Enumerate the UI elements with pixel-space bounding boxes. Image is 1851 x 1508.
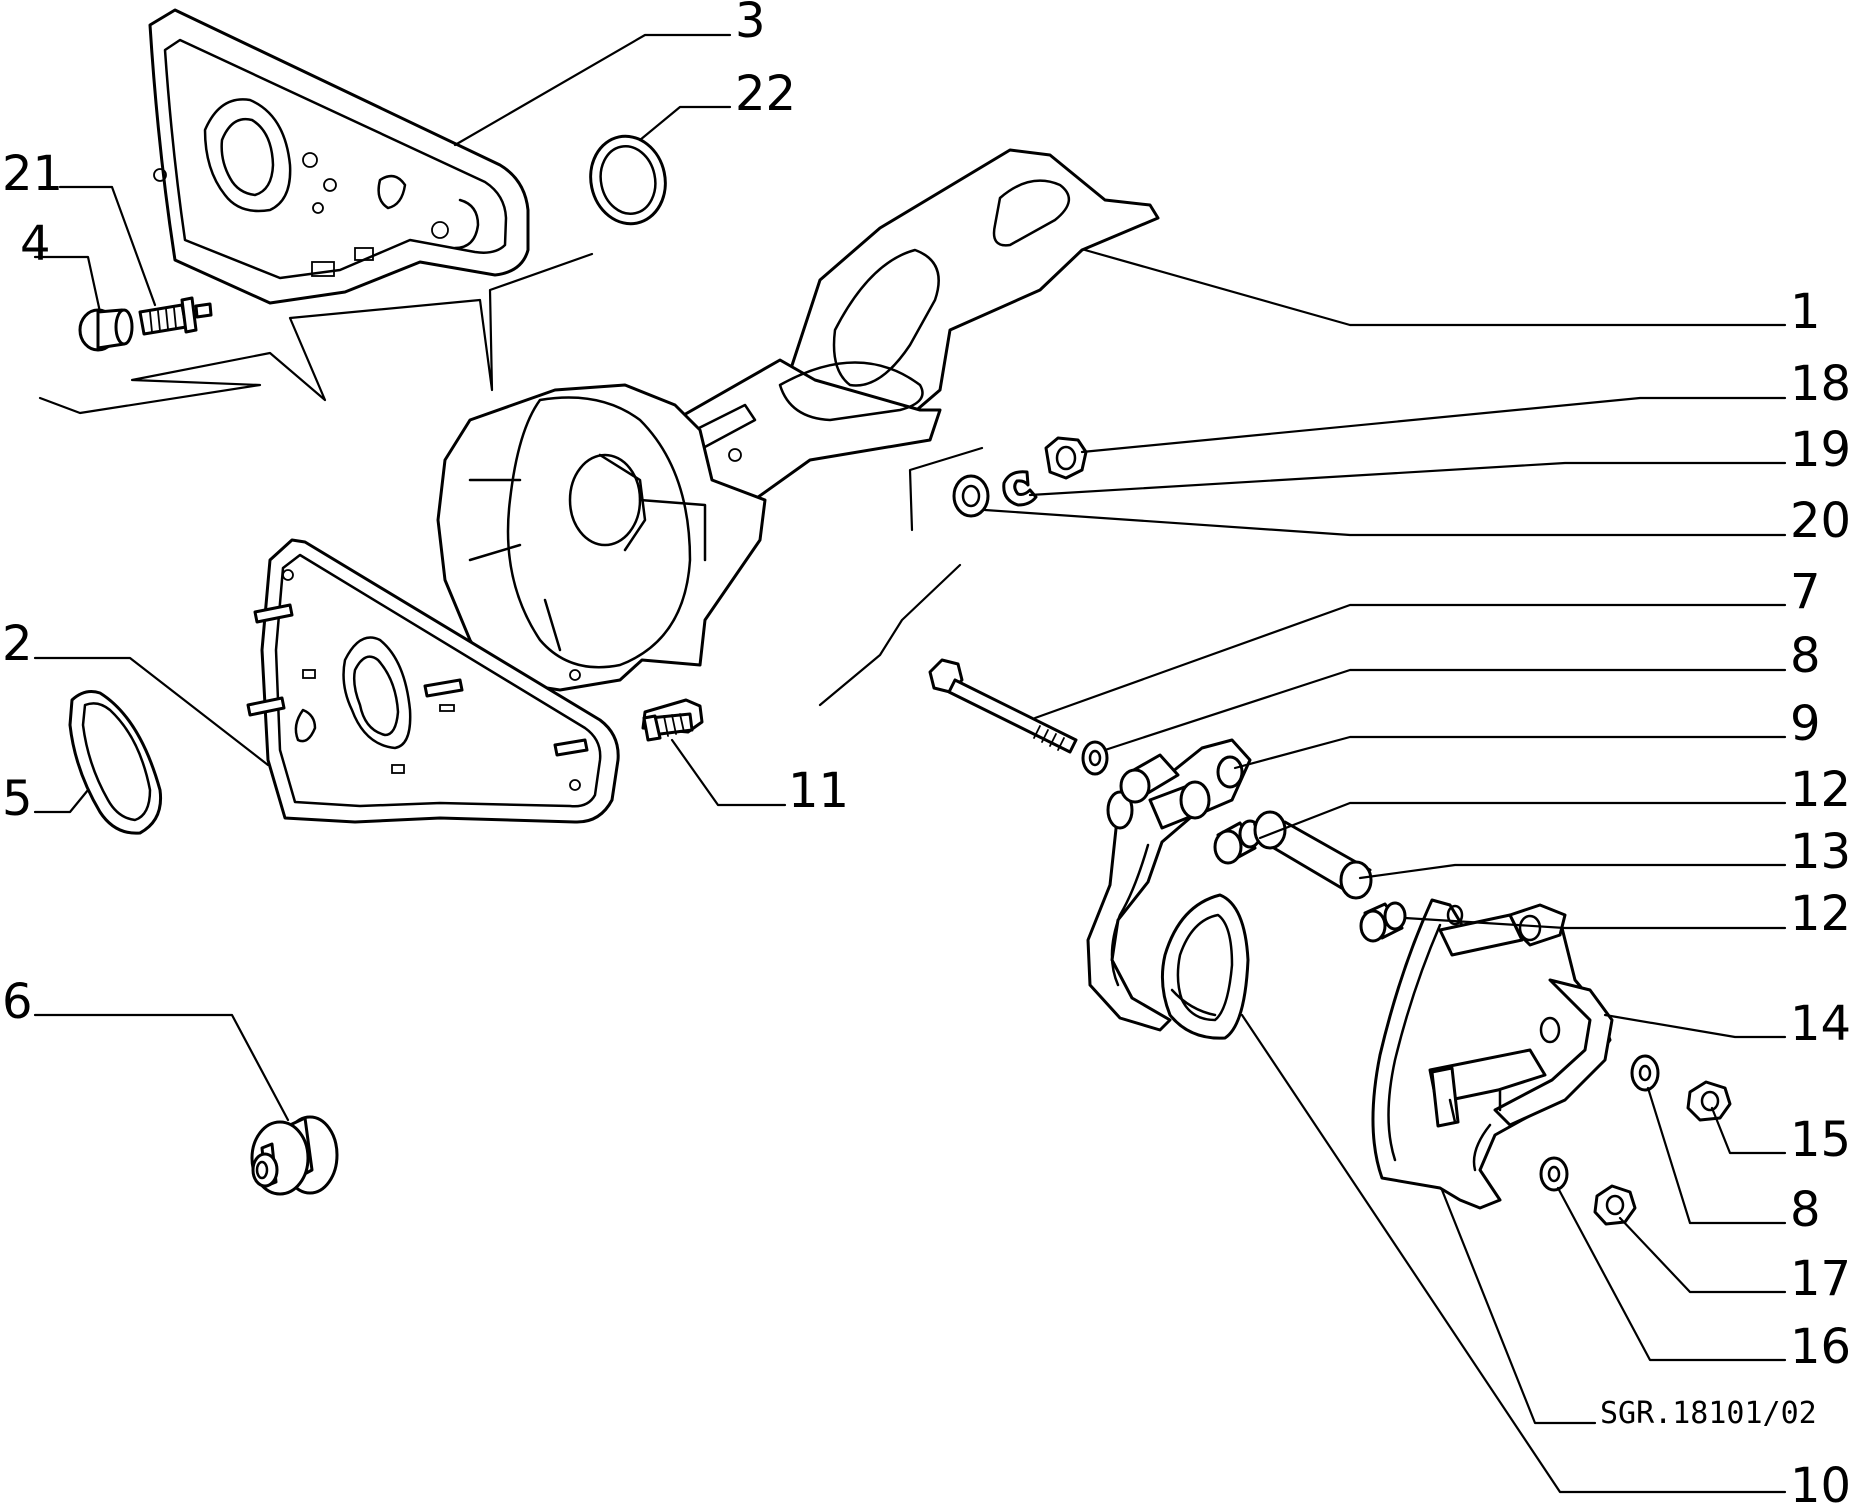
leader-11 — [670, 738, 787, 807]
callout-9: 9 — [1790, 696, 1821, 752]
callout-22: 22 — [735, 66, 796, 122]
callout-21: 21 — [2, 146, 63, 202]
part-5-gasket — [68, 690, 163, 835]
part-17-nut — [1593, 1184, 1637, 1226]
callout-13: 13 — [1790, 824, 1851, 880]
callout-19: 19 — [1790, 422, 1851, 478]
leader-1 — [1083, 248, 1787, 327]
leader-8b — [1646, 1086, 1787, 1225]
leader-9 — [1233, 735, 1787, 770]
part-7-long-bolt — [928, 658, 1078, 754]
part-14-pedal-bracket — [1371, 898, 1614, 1210]
leader-14 — [1603, 1013, 1787, 1039]
part-10-pedal — [1086, 738, 1252, 1040]
callout-14: 14 — [1790, 996, 1851, 1052]
part-11-bolt — [641, 698, 704, 742]
callout-2: 2 — [2, 616, 33, 672]
part-16-washer — [1539, 1156, 1569, 1192]
callout-12a: 12 — [1790, 762, 1851, 818]
callout-8b: 8 — [1790, 1182, 1821, 1238]
leader-lines — [33, 33, 1787, 1494]
leader-3 — [453, 33, 732, 147]
leader-15 — [1710, 1106, 1787, 1155]
part-15-nut — [1686, 1080, 1732, 1122]
callout-8a: 8 — [1790, 628, 1821, 684]
part-8-washer-upper — [1081, 740, 1109, 776]
callout-5: 5 — [2, 771, 33, 827]
leader-12b — [1403, 916, 1787, 930]
callout-20: 20 — [1790, 493, 1851, 549]
part-2-lower-cover-plate — [246, 538, 620, 824]
leader-2 — [33, 656, 270, 767]
leader-6 — [33, 1013, 290, 1122]
callout-4: 4 — [20, 216, 51, 272]
callout-16: 16 — [1790, 1319, 1851, 1375]
part-18-nut — [1044, 436, 1088, 480]
leader-12a — [1258, 801, 1787, 840]
leader-22 — [638, 105, 732, 142]
part-3-upper-cover-plate — [148, 8, 530, 305]
callout-7: 7 — [1790, 564, 1821, 620]
break-marks — [38, 252, 984, 707]
leader-5 — [33, 788, 90, 814]
leader-10 — [1240, 1013, 1787, 1494]
leader-4 — [33, 255, 102, 314]
part-13-spacer-tube — [1253, 810, 1373, 900]
callout-10: 10 — [1790, 1458, 1851, 1508]
callout-1: 1 — [1790, 284, 1821, 340]
part-6-rubber-buffer — [250, 1115, 339, 1196]
reference-code: SGR.18101/02 — [1600, 1396, 1817, 1431]
part-4-plug — [78, 308, 134, 352]
part-12-bushing-right — [1359, 901, 1407, 943]
leader-8a — [1103, 668, 1787, 752]
leader-21 — [58, 185, 157, 307]
part-21-stud — [138, 296, 213, 336]
part-9-pivot-bushing — [1119, 753, 1180, 804]
leader-18 — [1080, 396, 1787, 454]
part-1-main-bracket — [436, 148, 1160, 692]
leader-17 — [1618, 1216, 1787, 1294]
callout-17: 17 — [1790, 1251, 1851, 1307]
callout-15: 15 — [1790, 1112, 1851, 1168]
part-8-washer-lower — [1630, 1054, 1660, 1092]
leader-20 — [983, 508, 1787, 537]
leader-13 — [1358, 863, 1787, 880]
part-19-clip — [1002, 470, 1038, 507]
callout-3: 3 — [735, 0, 766, 49]
leader-19 — [1028, 461, 1787, 497]
leader-16 — [1556, 1186, 1787, 1362]
part-22-o-ring — [589, 134, 667, 226]
callout-6: 6 — [2, 974, 33, 1030]
callout-12b: 12 — [1790, 886, 1851, 942]
leader-7 — [1033, 603, 1787, 720]
callout-11: 11 — [788, 763, 849, 819]
leader-14-ref — [1440, 1188, 1597, 1425]
part-20-washer — [952, 474, 990, 518]
callout-18: 18 — [1790, 356, 1851, 412]
